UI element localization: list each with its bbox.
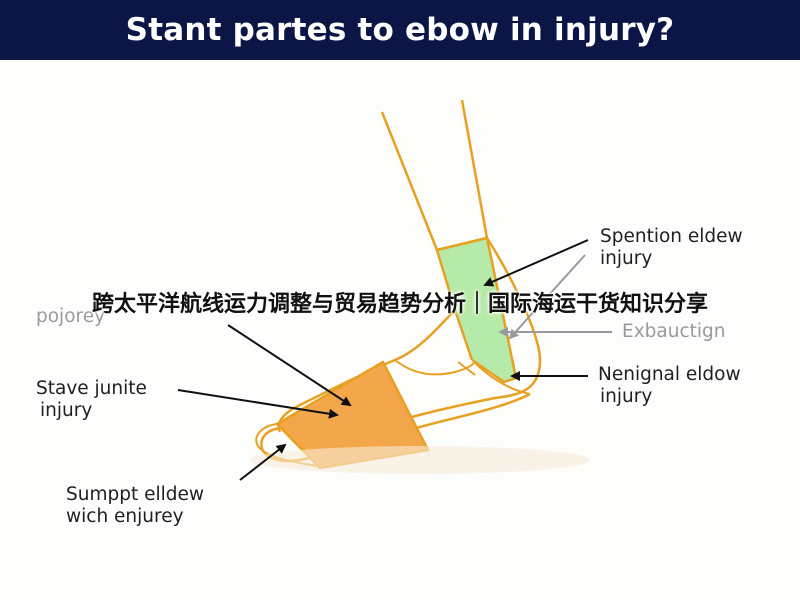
- label-stave-line2: injury: [40, 400, 93, 421]
- arrow-stave: [177, 389, 339, 419]
- label-spention-line2: injury: [600, 248, 653, 269]
- sole-shadow: [250, 446, 590, 474]
- watermark-text: 跨太平洋航线运力调整与贸易趋势分析｜国际海运干货知识分享: [91, 292, 708, 317]
- ankle-detail-line: [457, 361, 476, 376]
- title-bar: Stant partes to ebow in injury?: [0, 0, 800, 60]
- arrow-partial-top: [227, 324, 352, 407]
- label-spention-line1: Spention eldew: [600, 226, 743, 247]
- limb-diagram: [177, 99, 612, 481]
- label-sumppt-line1: Sumppt elldew: [66, 484, 205, 505]
- label-exbauction: Exbauctign: [622, 321, 726, 342]
- label-nenignal-line1: Nenignal eldow: [598, 364, 741, 385]
- arrow-spention: [483, 239, 589, 287]
- arrow-exbauction-top: [508, 254, 586, 340]
- diagram-canvas: pojorey Spention eldew injury Exbauctign…: [0, 60, 800, 600]
- diagram-title: Stant partes to ebow in injury?: [125, 12, 675, 48]
- arrow-sumppt: [239, 443, 287, 481]
- heel-outline: [407, 237, 542, 420]
- label-sumppt-line2: wich enjurey: [66, 506, 184, 527]
- limb-shaft: [380, 99, 489, 252]
- foot-inner-outline: [394, 359, 475, 376]
- label-nenignal-line2: injury: [600, 386, 653, 407]
- heel-inner-outline: [471, 359, 531, 395]
- label-stave-line1: Stave junite: [36, 378, 147, 399]
- label-partial-top: pojorey: [36, 306, 106, 327]
